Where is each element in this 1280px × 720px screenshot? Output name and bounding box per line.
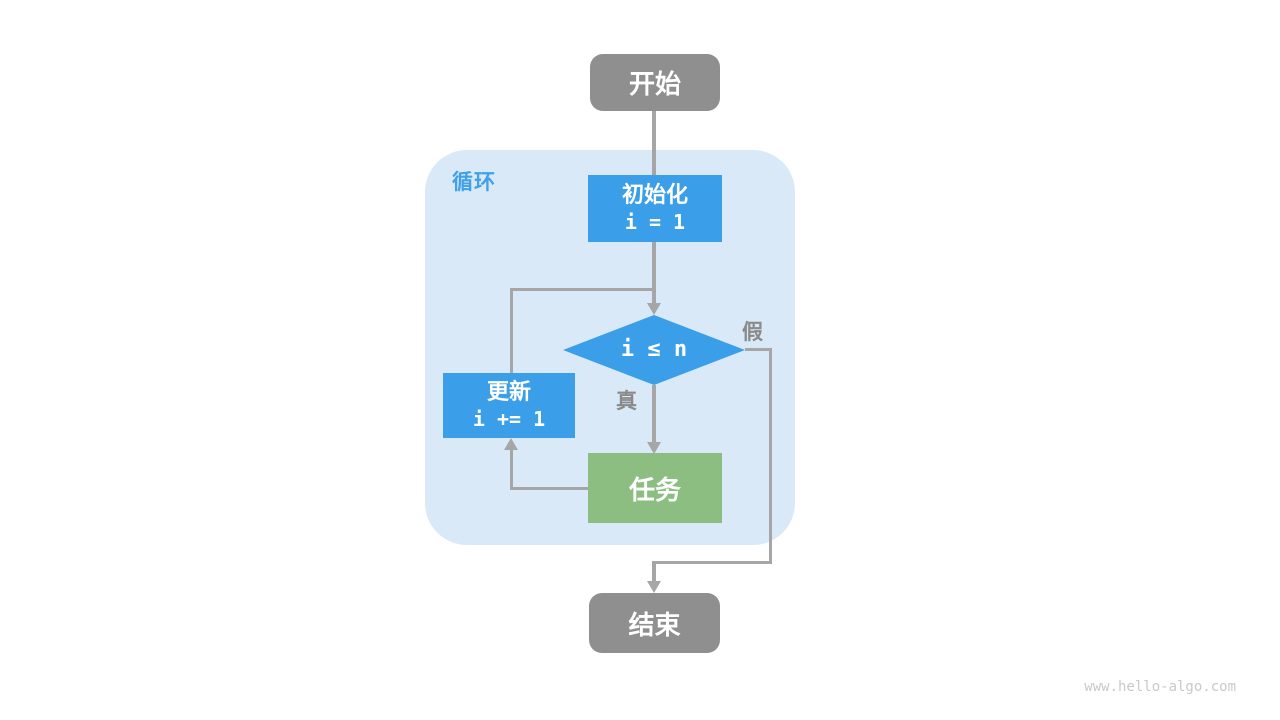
edge-false-out-segment <box>745 348 772 351</box>
edge-false-down-segment <box>769 348 772 564</box>
edge-task-up-segment <box>510 449 513 490</box>
edge-update-merge-segment <box>510 288 655 291</box>
node-init: 初始化 i = 1 <box>588 175 722 242</box>
node-update-title: 更新 <box>486 379 531 405</box>
edge-update-up-segment <box>510 288 513 373</box>
arrowhead-into-condition <box>647 303 661 315</box>
arrowhead-into-end <box>647 581 661 593</box>
node-task-label: 任务 <box>628 475 681 506</box>
node-start-label: 开始 <box>628 70 681 100</box>
arrowhead-into-update <box>504 438 518 450</box>
edge-task-left-segment <box>511 487 589 490</box>
node-update-code: i += 1 <box>472 407 546 432</box>
node-update: 更新 i += 1 <box>443 373 575 438</box>
node-condition-label: i ≤ n <box>620 336 688 362</box>
node-init-code: i = 1 <box>624 210 686 235</box>
edge-false-left-segment <box>652 561 772 564</box>
node-end: 结束 <box>589 593 720 653</box>
edge-label-false: 假 <box>742 320 763 344</box>
edge-start-to-init <box>652 111 656 176</box>
edge-label-true: 真 <box>616 389 637 413</box>
arrowhead-into-task <box>647 442 661 454</box>
edge-condition-to-task <box>652 385 656 442</box>
node-start: 开始 <box>590 54 720 111</box>
edge-init-to-condition <box>652 242 656 304</box>
edge-false-to-end-segment <box>652 561 656 582</box>
node-end-label: 结束 <box>628 610 681 641</box>
node-task: 任务 <box>588 453 722 523</box>
loop-group-label: 循环 <box>452 170 496 194</box>
node-init-title: 初始化 <box>621 182 688 208</box>
watermark-text: www.hello-algo.com <box>1084 679 1236 695</box>
